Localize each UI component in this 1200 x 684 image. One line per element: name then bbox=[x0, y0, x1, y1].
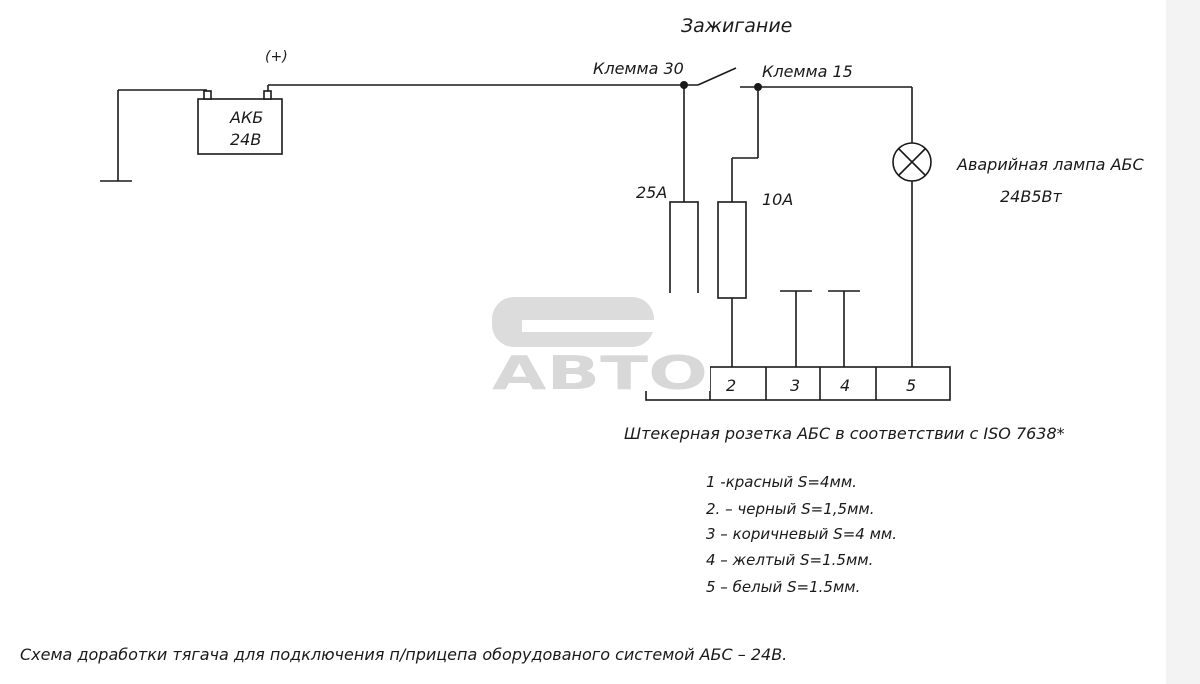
fuse-10-label: 10А bbox=[762, 190, 793, 209]
ignition-label: Зажигание bbox=[681, 15, 792, 37]
ignition-switch bbox=[697, 67, 758, 88]
pin-3-label: 3 bbox=[790, 376, 800, 395]
plus-label: (+) bbox=[265, 49, 288, 65]
legend-item: 4 – желтый S=1.5мм. bbox=[706, 551, 873, 569]
battery-name-label: АКБ bbox=[229, 108, 263, 127]
pin-5-label: 5 bbox=[906, 376, 916, 395]
terminal-15-label: Клемма 15 bbox=[762, 62, 853, 81]
ground-symbol bbox=[100, 89, 207, 182]
battery-voltage-label: 24В bbox=[230, 130, 261, 149]
fuse-25-label: 25А bbox=[636, 183, 667, 202]
socket-caption: Штекерная розетка АБС в соответствии с I… bbox=[624, 424, 1065, 443]
warning-lamp bbox=[892, 142, 932, 182]
legend-item: 3 – коричневый S=4 мм. bbox=[706, 525, 897, 543]
legend-item: 1 -красный S=4мм. bbox=[706, 473, 857, 491]
pin-4-stub bbox=[828, 290, 860, 370]
pin-3-stub bbox=[780, 290, 812, 370]
watermark-text: АВТО bbox=[492, 346, 708, 400]
diagram-footer-title: Схема доработки тягача для подключения п… bbox=[20, 645, 787, 664]
lamp-rating-label: 24В5Вт bbox=[1000, 187, 1062, 206]
fuse-10a bbox=[717, 201, 747, 299]
pin-2-label: 2 bbox=[726, 376, 736, 395]
terminal-30-label: Клемма 30 bbox=[593, 59, 684, 78]
legend-item: 2. – черный S=1,5мм. bbox=[706, 500, 874, 518]
watermark-logo: АВТО bbox=[490, 293, 710, 400]
battery: АКБ 24В bbox=[197, 90, 283, 155]
legend-item: 5 – белый S=1.5мм. bbox=[706, 578, 860, 596]
fuse-25a bbox=[669, 201, 699, 299]
pin-4-label: 4 bbox=[840, 376, 850, 395]
lamp-name-label: Аварийная лампа АБС bbox=[956, 155, 1144, 174]
right-edge-strip bbox=[1166, 0, 1200, 684]
